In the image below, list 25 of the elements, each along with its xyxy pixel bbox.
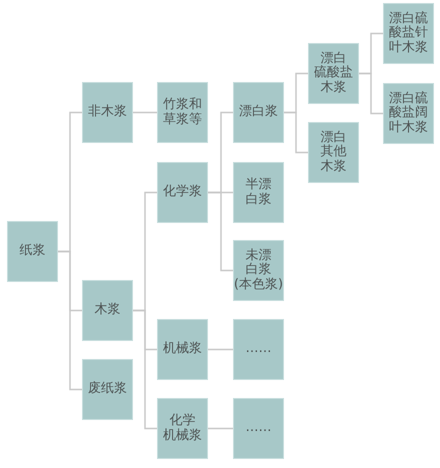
category-box: 机械浆 [157,319,208,380]
category-box: 漂白硫酸盐针叶木浆 [383,3,434,64]
category-box: 非木浆 [82,82,133,143]
category-box: 半漂白浆 [233,162,284,223]
connector-line [284,112,308,154]
category-box: 漂白硫酸盐木浆 [308,43,359,104]
connector-line [208,428,233,430]
connector-line [133,112,157,114]
category-box: 漂白硫酸盐阔叶木浆 [383,83,434,144]
category-box: 漂白浆 [233,82,284,143]
category-box: 未漂白浆(本色浆) [233,240,284,301]
category-box: 漂白其他木浆 [308,122,359,183]
category-box: 化学浆 [157,162,208,223]
category-box: …… [233,398,284,459]
connector-line [208,348,233,350]
category-box: 木浆 [82,280,133,341]
category-box: 纸浆 [7,221,58,282]
connector-line [208,192,233,272]
connector-line [359,72,383,114]
category-box: 化学机械浆 [157,398,208,459]
connector-line [58,250,82,390]
category-box: 废纸浆 [82,359,133,420]
category-box: 竹浆和草浆等 [157,82,208,143]
category-box: …… [233,319,284,380]
connector-line [133,310,157,430]
